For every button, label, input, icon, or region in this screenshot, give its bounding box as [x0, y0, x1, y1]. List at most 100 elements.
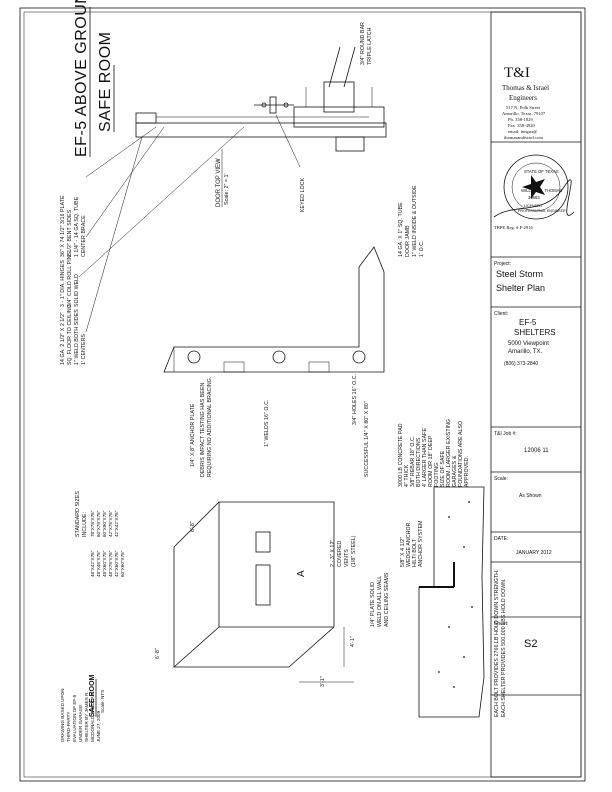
firm-logo: T&I [504, 65, 530, 81]
anchor-plate-view: 1/4" X 8" ANCHOR PLATE 1" WELDS 16" O.C.… [163, 246, 385, 477]
vent-note-2: COVERED [337, 540, 343, 567]
debris-note-2: REQUIRING NO ADDITIONAL BRACING. [207, 377, 213, 477]
firm-reg: TBPE Reg. # F-2916 [494, 225, 533, 230]
date-value: JANUARY 2012 [516, 550, 552, 556]
client-line-1: EF-5 [519, 318, 537, 327]
plate-note-1: 36" X 74 1/2" 3/16 PLATE [60, 195, 66, 257]
basis-note-6: MCDONALD, PH.D, P.E. [90, 692, 95, 742]
jamb-note-4: 1' O.C. [419, 240, 425, 257]
client-line-3: 5000 Viewpoint [508, 341, 549, 347]
room-marker: A [296, 570, 307, 577]
sheet-label: Sheet: [494, 621, 508, 627]
plate-note-3: 1 1/4" - 14 GA SQ. TUBE [74, 196, 80, 257]
concrete-note-5: 4' LARGER THAN SAFE [422, 428, 428, 487]
seal-state: STATE OF TEXAS [524, 169, 559, 174]
safe-room-scale: Scale: NTS [100, 690, 105, 713]
std-size-9: 60"X90"X78" [102, 510, 107, 537]
concrete-note-2: 4" THICK [404, 464, 410, 487]
concrete-pad-section: 5/8" X 4 1/2" WEDGE ANCHOR HILTI BOLT AN… [400, 486, 485, 718]
std-size-8: 60"X78"X78" [96, 510, 101, 537]
firm-address-2: Amarillo, Texas, 79107 [502, 111, 546, 117]
anchor-note-3: HILTI BOLT [412, 538, 418, 567]
vent-icon [255, 531, 271, 553]
title-block: T&I Thomas & Israel Engineers 517 N. Pol… [490, 11, 582, 778]
vent-note-3: VENTS [344, 549, 350, 567]
tube-notes: 14 GA. 2 1/2" X 2 1/2" SQ. FLOOR TO CEIL… [60, 304, 87, 365]
tube-note-3: 1" WELD BOTH SIDES [74, 309, 80, 365]
std-size-10: 42"X78"X78" [108, 510, 113, 537]
client-line-4: Amarillo, TX. [508, 349, 543, 355]
firm-name-2: Engineers [509, 94, 537, 102]
keyed-lock-label: KEYED LOCK [300, 177, 306, 212]
debris-note-1: DEBRIS IMPACT TESTING HAS BEEN [200, 382, 206, 477]
basis-note-2: THIRD-PARTY [66, 712, 71, 742]
seal-number: 30683 [528, 195, 540, 200]
std-size-1: 48"X42"X78" [90, 550, 95, 577]
signature-mark [493, 179, 575, 218]
std-size-3: 48"X60"X78" [102, 550, 107, 577]
plate-notes: 36" X 74 1/2" 3/16 PLATE 1 1/2" BENT SID… [60, 195, 87, 257]
drawing-title-1: EF-5 ABOVE GROUND [73, 0, 90, 157]
drawing-area: EF-5 ABOVE GROUND SAFE ROOM 36" X 74 1/2… [60, 0, 507, 742]
std-sizes-subtitle: INCLUDE: [82, 512, 88, 537]
std-size-6: 60"X60"X78" [120, 550, 125, 577]
concrete-note-9: ROOM. LARGER EXISTING [446, 419, 452, 487]
firm-email-2: thomasandisrael.com [504, 135, 543, 140]
jamb-note-2: DOOR JAMB [405, 225, 411, 257]
standard-sizes: STANDARD SIZES INCLUDE: 48"X42"X78" 48"X… [75, 491, 125, 577]
plate-solid-2: WELD ON ALL WALL [377, 576, 383, 627]
firm-name: Thomas & Israel [502, 84, 549, 92]
engineer-seal: STATE OF TEXAS WILLIAM S. THOMAS 30683 L… [493, 154, 575, 220]
seal-name: WILLIAM S. THOMAS [521, 188, 563, 193]
seal-title: PROFESSIONAL ENGINEER [518, 209, 566, 213]
std-size-11: 42"X42"X78" [114, 510, 119, 537]
basis-notes: DRAWING BASED UPON THIRD-PARTY EVALUATIO… [60, 689, 101, 742]
safe-room-isometric: A 6'-8" 6'-8" 3'-1" 4'-1" SAFE ROOM Scal… [89, 501, 356, 717]
vent-note-1: 2 - 3" X 12" [330, 540, 336, 567]
scale-value: As Shown [519, 493, 542, 499]
tube-note-2: SQ. FLOOR TO CEILING [67, 304, 73, 365]
seal-license: LICENSED [524, 204, 542, 208]
concrete-note-3: 3/8" REBAR 18" O.C. [410, 436, 416, 487]
safe-room-title: SAFE ROOM [89, 674, 96, 717]
std-sizes-title: STANDARD SIZES [75, 491, 81, 537]
basis-note-7: JUNE 27, 2009 [96, 710, 101, 742]
outer-border [19, 7, 586, 782]
star-icon [522, 175, 545, 199]
hinge-note-2: 3/4" COLD ROLL PINS [67, 251, 73, 307]
latch-label-2: TRIPLE LATCH [367, 27, 373, 65]
hinge-note-1: 3 - 1" DIA. HINGES [60, 260, 66, 307]
bolt-note-1: EACH BOLT PROVIDES 2766 LB HOLD DOWN STR… [494, 569, 500, 717]
client-label: Client: [494, 311, 508, 317]
concrete-note-10: GARAGES & [452, 455, 458, 487]
std-size-5: 42"X60"X78" [114, 550, 119, 577]
sheet-value: S2 [524, 638, 537, 650]
anchor-hole-icon [272, 350, 286, 364]
firm-address-1: 517 N. Polk Street [506, 105, 541, 110]
basis-note-1: DRAWING BASED UPON [60, 689, 65, 742]
hinge-notes: 3 - 1" DIA. HINGES 3/4" COLD ROLL PINS S… [60, 251, 80, 307]
tube-note-4: 1' CENTERS [81, 333, 87, 365]
dim-b: 4'-1" [350, 636, 356, 647]
anchor-note-4: ANCHOR SYSTEM [418, 520, 424, 567]
jamb-note-1: 14 GA. X 1" SQ. TUBE [398, 202, 404, 257]
anchor-hole-icon [352, 350, 366, 364]
project-line-2: Shelter Plan [496, 283, 545, 293]
plate-note-2: 1 1/2" BENT SIDES [67, 209, 73, 257]
latch-label-1: 3/4" ROUND BAR [360, 22, 366, 65]
concrete-note-1: 3000 LB CONCRETE PAD [398, 423, 404, 487]
hinge-note-3: SOLID WELD [74, 274, 80, 307]
plate-note-4: CENTER BRACE [81, 215, 87, 257]
project-label: Project: [494, 261, 511, 267]
concrete-note-4: BOTH DIRECTIONS [416, 437, 422, 487]
dim-a: 3'-1" [320, 676, 326, 687]
basis-note-5: SHELTER BY JAMES R. [84, 691, 89, 742]
scale-label: Scale: [494, 476, 508, 482]
drawing-title-2: SAFE ROOM [97, 31, 114, 132]
client-phone: (806) 373-2840 [504, 361, 538, 367]
concrete-note-7: FOOTING [434, 463, 440, 487]
dim-side: 6'-8" [155, 648, 161, 659]
plate-solid-1: 1/4" PLATE SOLID [370, 582, 376, 627]
project-line-1: Steel Storm [496, 269, 543, 279]
